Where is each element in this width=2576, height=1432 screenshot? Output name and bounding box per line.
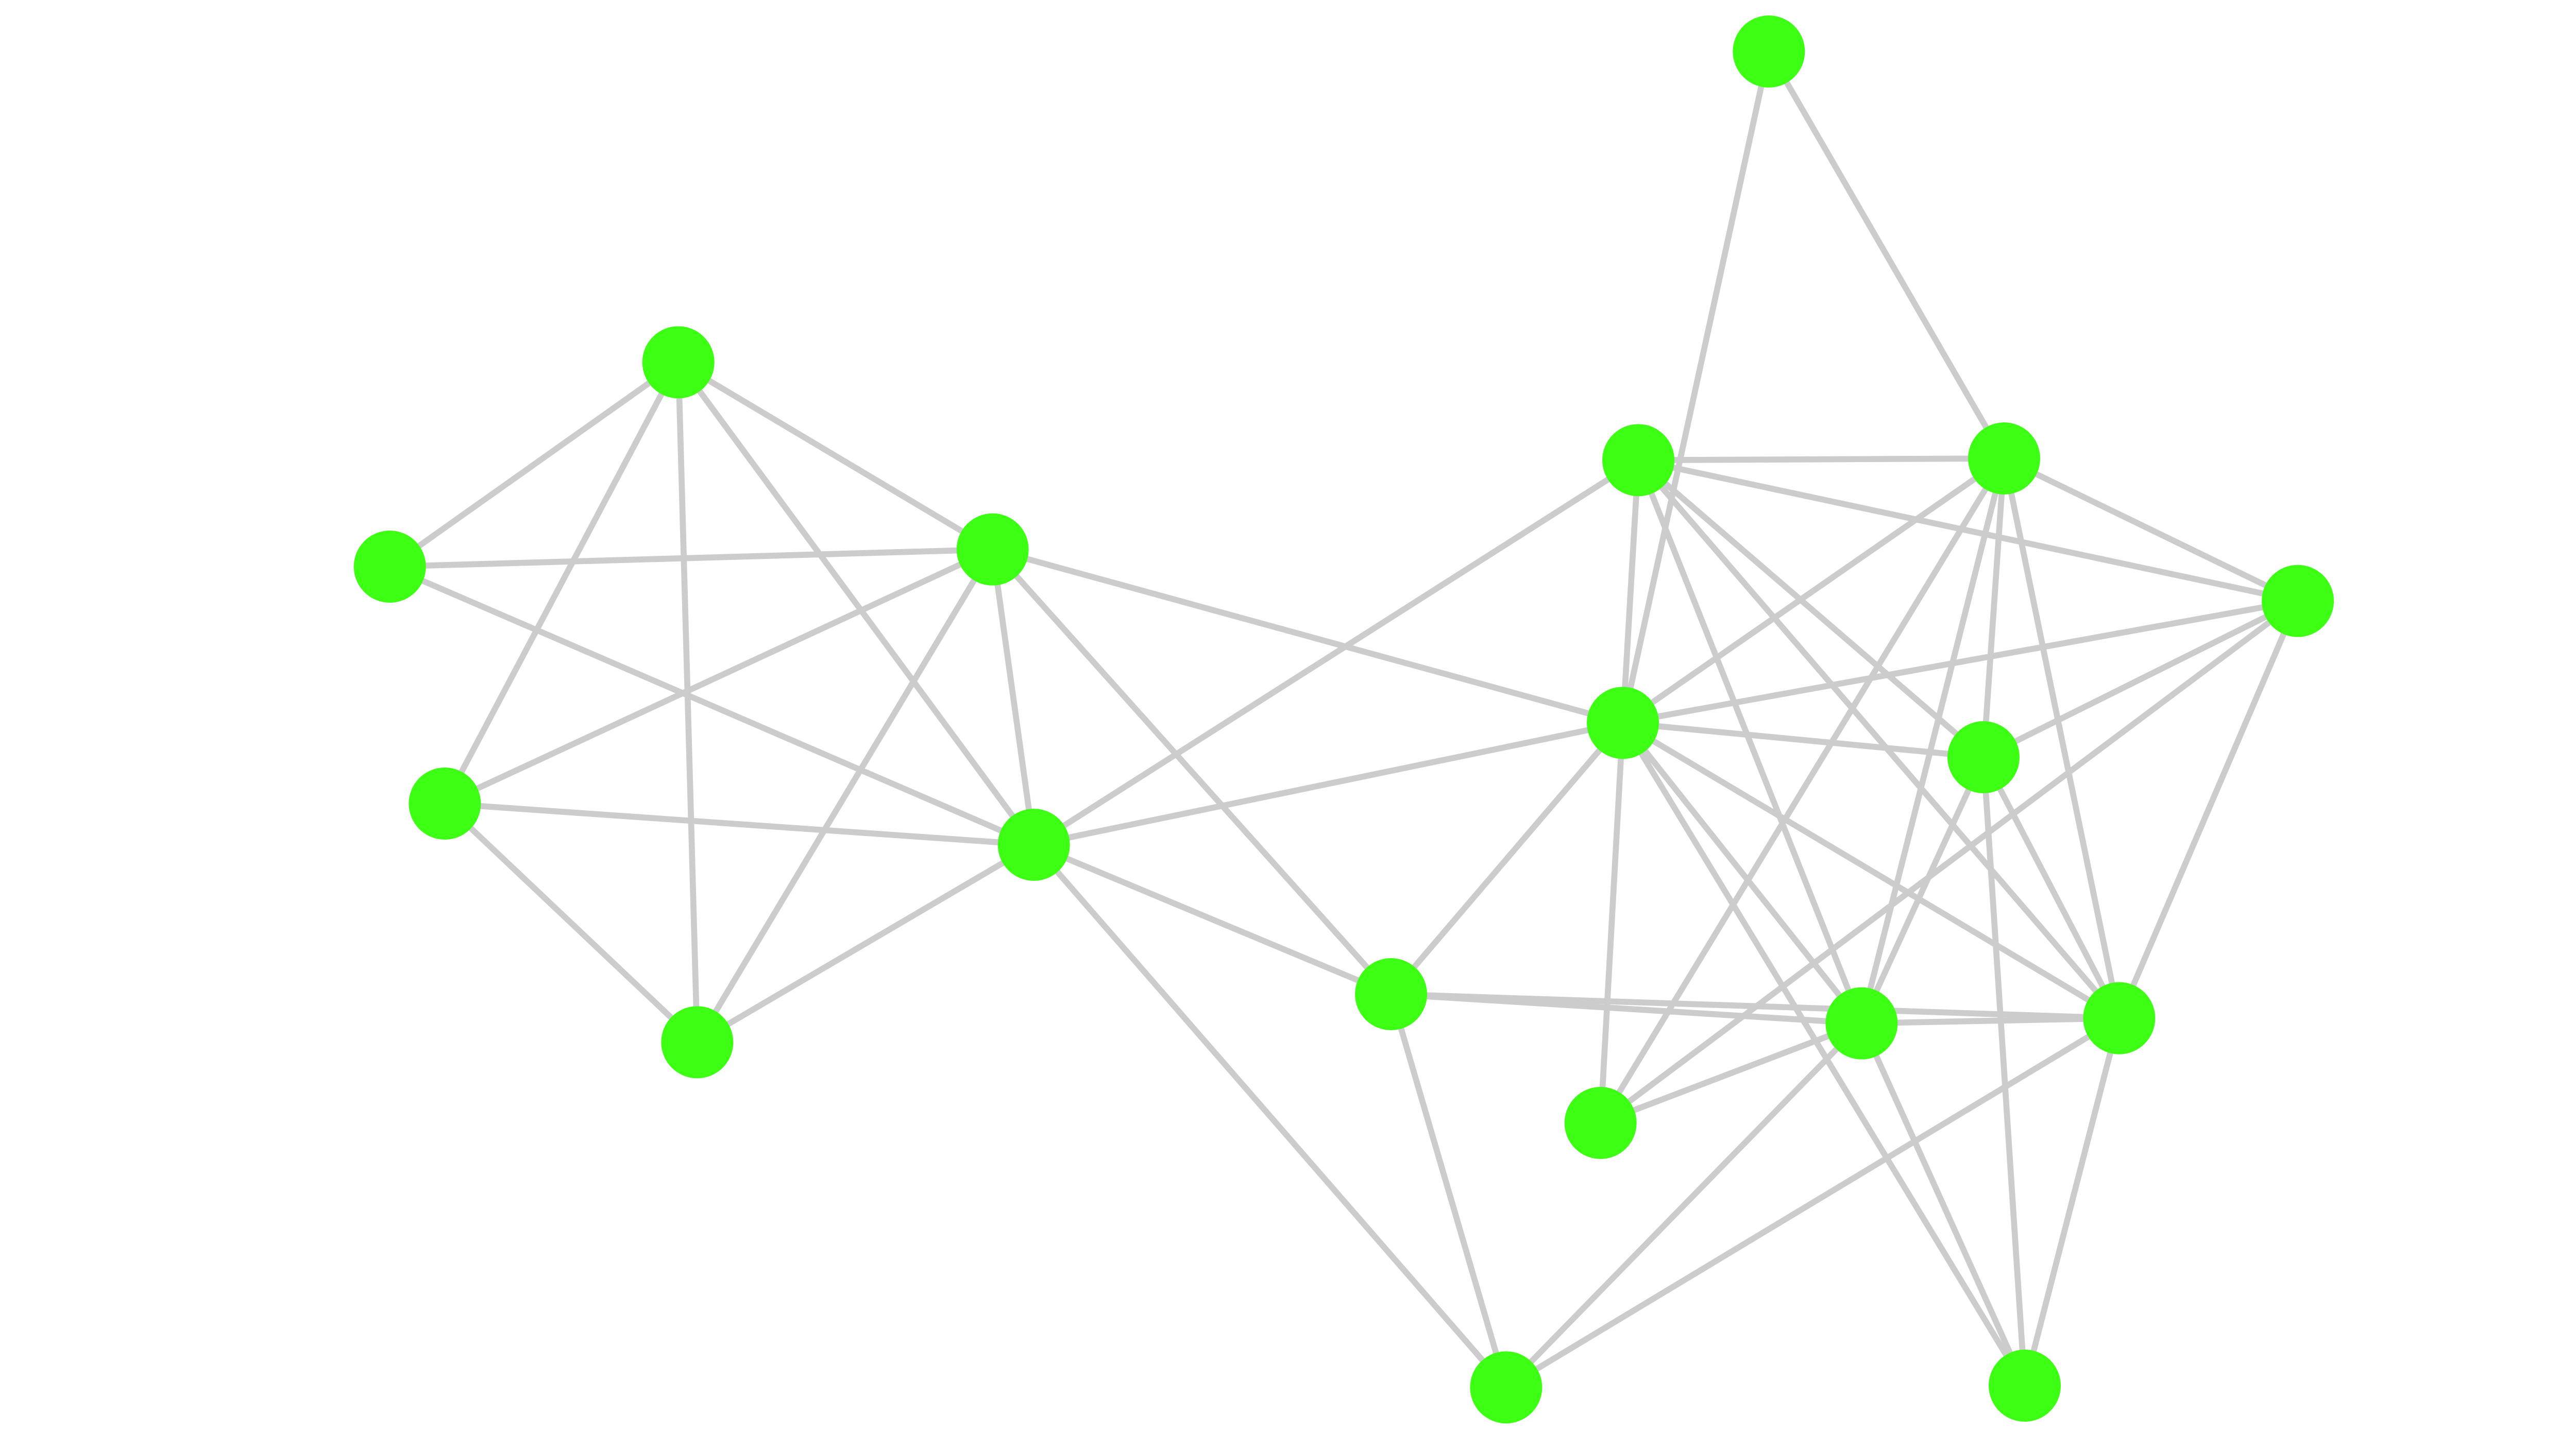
edge-8-11 xyxy=(1032,842,1393,997)
edge-1-14 xyxy=(675,362,701,1043)
node-6 xyxy=(2262,565,2334,637)
node-14 xyxy=(661,1006,734,1079)
edge-1-3 xyxy=(676,360,994,552)
edge-5-12 xyxy=(1858,457,2007,1025)
edge-12-16 xyxy=(1504,1021,1864,1390)
edge-4-9 xyxy=(1620,459,1641,723)
edge-3-11 xyxy=(990,547,1394,996)
edge-0-9 xyxy=(1620,50,1772,724)
node-0 xyxy=(1733,15,1805,88)
edge-9-15 xyxy=(1597,723,1626,1123)
edge-10-13 xyxy=(1980,756,2122,1020)
node-10 xyxy=(1947,721,2020,793)
edge-3-7 xyxy=(443,547,994,807)
edge-0-5 xyxy=(1766,50,2007,460)
edge-6-13 xyxy=(2116,600,2301,1019)
node-15 xyxy=(1564,1087,1637,1159)
node-5 xyxy=(1968,422,2040,495)
node-17 xyxy=(1989,1350,2061,1422)
edge-1-8 xyxy=(675,360,1037,847)
edge-13-17 xyxy=(2022,1017,2122,1387)
edge-8-16 xyxy=(1031,843,1509,1390)
edge-1-7 xyxy=(442,361,681,805)
edge-8-4 xyxy=(1032,457,1640,847)
edge-5-6 xyxy=(2003,455,2299,604)
node-2 xyxy=(353,531,426,603)
edge-9-10 xyxy=(1622,720,1984,760)
edge-11-16 xyxy=(1388,993,1509,1388)
edge-10-17 xyxy=(1980,757,2028,1386)
edge-12-15 xyxy=(1599,1020,1863,1126)
edge-13-16 xyxy=(1504,1015,2121,1390)
edge-3-9 xyxy=(992,547,1624,726)
edge-12-13 xyxy=(1861,1015,2120,1027)
edge-4-13 xyxy=(1636,458,2122,1020)
edge-10-12 xyxy=(1859,756,1987,1025)
nodes-layer xyxy=(353,15,2334,1424)
node-12 xyxy=(1825,987,1898,1060)
node-13 xyxy=(2083,982,2156,1054)
node-1 xyxy=(642,326,715,399)
edge-2-3 xyxy=(389,546,993,570)
edge-9-17 xyxy=(1620,721,2027,1388)
edge-4-12 xyxy=(1635,459,1865,1025)
node-16 xyxy=(1470,1351,1543,1424)
edge-6-10 xyxy=(1982,598,2299,760)
edge-9-13 xyxy=(1621,720,2121,1021)
node-3 xyxy=(956,513,1029,586)
edge-5-10 xyxy=(1980,458,2007,758)
edge-5-9 xyxy=(1621,456,2006,726)
edge-7-14 xyxy=(443,801,700,1045)
node-7 xyxy=(409,768,481,840)
edge-2-8 xyxy=(388,564,1035,848)
edge-1-2 xyxy=(388,360,681,569)
node-9 xyxy=(1587,687,1659,759)
edge-4-5 xyxy=(1638,455,2005,464)
edge-6-15 xyxy=(1599,598,2300,1126)
edge-11-13 xyxy=(1391,991,2120,1021)
edge-6-9 xyxy=(1622,598,2299,726)
edge-12-17 xyxy=(1859,1022,2028,1387)
edges-layer xyxy=(388,50,2301,1390)
edge-7-8 xyxy=(444,800,1035,848)
edge-4-6 xyxy=(1637,457,2299,604)
edge-3-14 xyxy=(694,548,995,1044)
edge-4-10 xyxy=(1636,457,1986,760)
edge-8-14 xyxy=(696,842,1036,1045)
node-4 xyxy=(1602,424,1674,497)
edge-5-13 xyxy=(2001,457,2123,1019)
node-11 xyxy=(1355,958,1427,1030)
node-8 xyxy=(997,809,1070,881)
edge-9-11 xyxy=(1388,721,1625,996)
edge-9-12 xyxy=(1620,721,1864,1026)
edge-8-9 xyxy=(1033,720,1624,848)
edge-3-8 xyxy=(989,549,1037,845)
